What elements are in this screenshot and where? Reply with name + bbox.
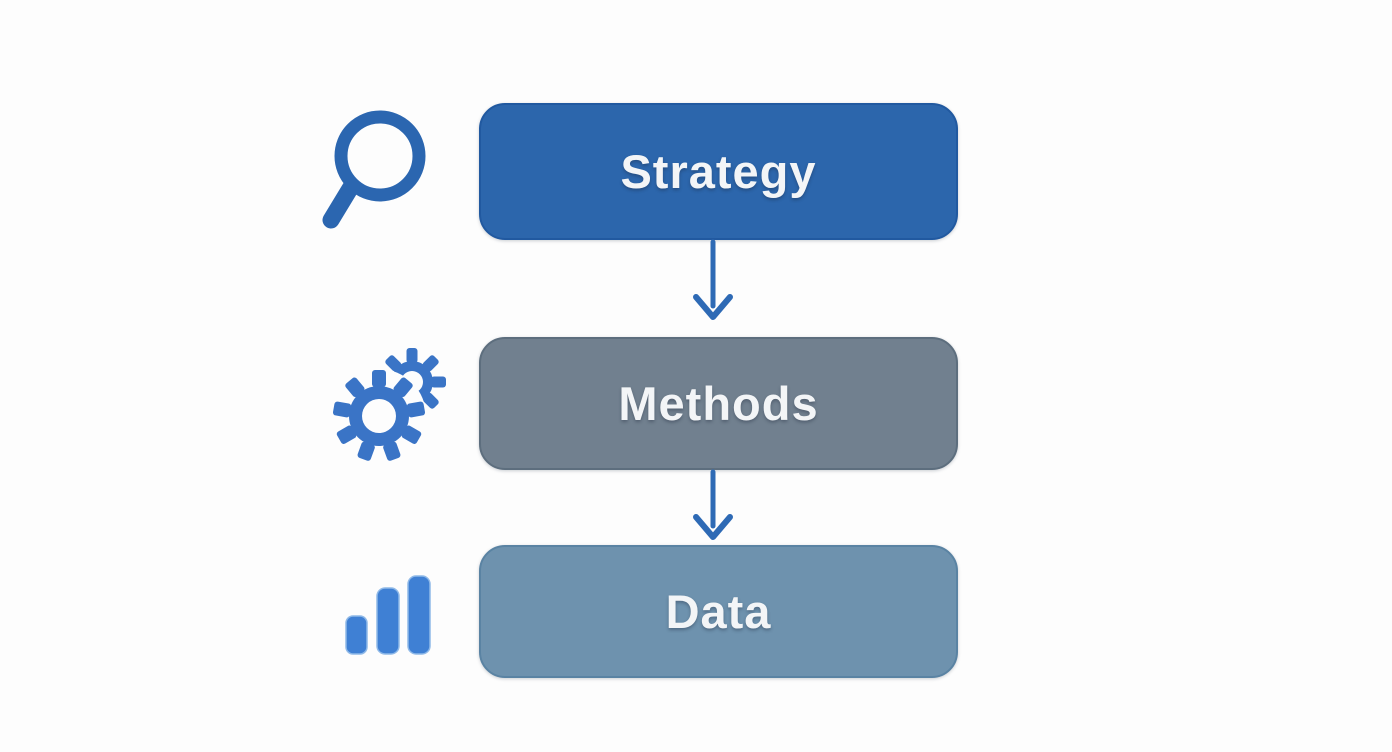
strategy-label: Strategy xyxy=(620,145,817,198)
arrow-strategy-to-methods xyxy=(693,239,733,320)
bar-chart-icon xyxy=(344,574,434,658)
data-box: Data xyxy=(479,545,958,678)
data-label: Data xyxy=(665,585,772,638)
methods-box: Methods xyxy=(479,337,958,470)
methods-label: Methods xyxy=(618,377,819,430)
strategy-box: Strategy xyxy=(479,103,958,240)
arrow-methods-to-data xyxy=(693,469,733,540)
magnifier-icon xyxy=(322,100,444,236)
gears-icon xyxy=(330,340,452,466)
